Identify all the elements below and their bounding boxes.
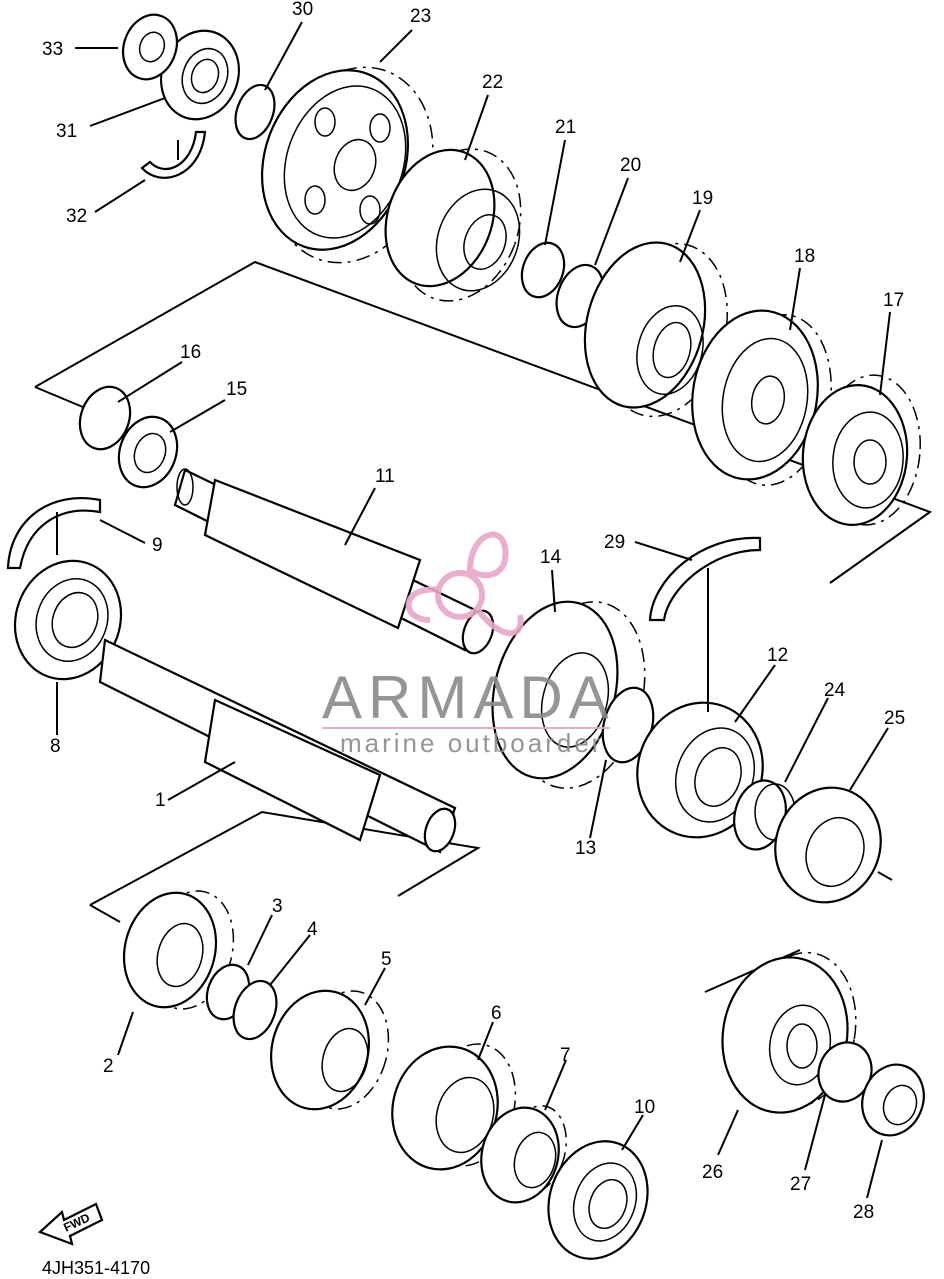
- callout-25: 25: [884, 708, 905, 729]
- washer-15: [117, 415, 179, 489]
- watermark-title: ARMADA: [322, 664, 615, 731]
- bearing-8: [13, 559, 123, 681]
- circlip-21: [520, 241, 566, 299]
- callout-20: 20: [620, 155, 641, 176]
- half-ring-9: [6, 497, 102, 570]
- callout-17: 17: [883, 290, 904, 311]
- callout-1: 1: [155, 790, 166, 811]
- callout-12: 12: [767, 645, 788, 666]
- callout-24: 24: [824, 680, 846, 701]
- callout-15: 15: [226, 379, 247, 400]
- gear-7: [480, 1105, 567, 1204]
- callout-30: 30: [292, 0, 313, 20]
- callout-13: 13: [575, 838, 596, 859]
- callout-23: 23: [410, 6, 431, 27]
- callout-33: 33: [42, 39, 63, 60]
- gear-22: [384, 148, 522, 302]
- drive-shaft-1: [6, 497, 457, 854]
- gear-19: [583, 241, 729, 418]
- circlip-16: [78, 385, 132, 451]
- upper-gear-cluster: [121, 13, 921, 526]
- callout-27: 27: [790, 1174, 811, 1195]
- sprocket-group: [721, 951, 925, 1137]
- bearing-31: [160, 29, 240, 121]
- callout-11: 11: [375, 466, 395, 487]
- callout-16: 16: [180, 342, 201, 363]
- callout-28: 28: [853, 1202, 874, 1223]
- bearing-12: [636, 701, 764, 839]
- callout-10: 10: [634, 1097, 655, 1118]
- leader-lines: [56, 21, 891, 1199]
- watermark: ARMADA marine outboarder: [322, 531, 615, 758]
- callout-8: 8: [50, 736, 61, 757]
- right-middle-group: [491, 536, 882, 904]
- callout-31: 31: [56, 121, 77, 142]
- propeller-logo: [405, 531, 524, 637]
- callout-5: 5: [381, 949, 392, 970]
- half-ring-32: [140, 130, 207, 179]
- callout-21: 21: [555, 117, 576, 138]
- gear-17: [801, 374, 921, 526]
- nut-28: [861, 1063, 925, 1137]
- callout-29: 29: [604, 532, 625, 553]
- callout-19: 19: [692, 188, 713, 209]
- gear-2: [122, 890, 235, 1010]
- watermark-subtitle: marine outboarder: [340, 728, 603, 758]
- circlip-33: [121, 13, 179, 81]
- callout-numbers: 33 31 32 30 23 22 21 20 19 18 17 16 15 1…: [42, 0, 905, 1223]
- callout-2: 2: [103, 1056, 114, 1077]
- bearing-10: [547, 1140, 649, 1260]
- callout-3: 3: [272, 896, 283, 917]
- half-ring-29: [648, 536, 762, 622]
- callout-6: 6: [491, 1003, 502, 1024]
- diagram-code: 4JH351-4170: [42, 1258, 150, 1278]
- main-shaft-11: [78, 385, 495, 655]
- callout-32: 32: [66, 206, 87, 227]
- callout-7: 7: [560, 1045, 571, 1066]
- callout-9: 9: [152, 535, 163, 556]
- gear-5: [270, 989, 390, 1111]
- callout-18: 18: [794, 246, 815, 267]
- gear-18: [691, 309, 832, 486]
- callout-4: 4: [307, 919, 318, 940]
- oil-seal-25: [774, 786, 882, 904]
- lower-gear-group: [122, 890, 649, 1260]
- callout-26: 26: [702, 1162, 723, 1183]
- washer-30: [234, 83, 276, 141]
- callout-22: 22: [482, 72, 503, 93]
- circlip-4: [232, 979, 278, 1041]
- callout-14: 14: [540, 547, 562, 568]
- fwd-arrow: FWD: [37, 1202, 104, 1246]
